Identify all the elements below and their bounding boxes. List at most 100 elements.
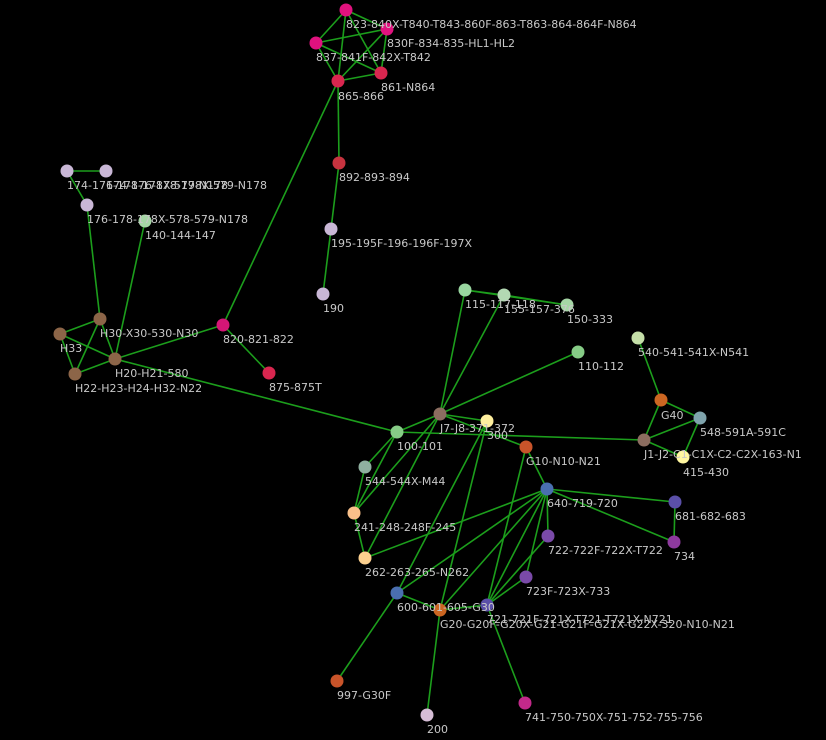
- node-n741[interactable]: [518, 696, 532, 710]
- edge-nJ7-n115: [439, 289, 466, 415]
- node-n544[interactable]: [358, 460, 372, 474]
- node-n823[interactable]: [339, 3, 353, 17]
- node-nH33[interactable]: [53, 327, 67, 341]
- edge-n540-nG40: [637, 337, 662, 401]
- node-n734[interactable]: [667, 535, 681, 549]
- node-label-n892: 892-893-894: [339, 171, 410, 184]
- node-label-n861: 861-N864: [381, 81, 435, 94]
- node-layer: [53, 3, 707, 722]
- edge-nG40-nJ1: [643, 399, 662, 441]
- node-n640[interactable]: [540, 482, 554, 496]
- node-label-n262: 262-263-265-N262: [365, 566, 469, 579]
- node-n115[interactable]: [458, 283, 472, 297]
- node-nG20[interactable]: [433, 603, 447, 617]
- edge-nH20-nH22: [74, 358, 116, 375]
- node-n195[interactable]: [324, 222, 338, 236]
- node-n241[interactable]: [347, 506, 361, 520]
- node-label-n681: 681-682-683: [675, 510, 746, 523]
- node-nG10[interactable]: [519, 440, 533, 454]
- node-n415[interactable]: [676, 450, 690, 464]
- node-nG40[interactable]: [654, 393, 668, 407]
- node-n892[interactable]: [332, 156, 346, 170]
- edge-n174-n176: [66, 170, 88, 206]
- label-layer: 823-840X-T840-T843-860F-863-T863-864-864…: [60, 18, 802, 736]
- node-n262[interactable]: [358, 551, 372, 565]
- node-label-nG40: G40: [661, 409, 684, 422]
- node-nJ7[interactable]: [433, 407, 447, 421]
- edge-nG20-n200: [426, 609, 441, 716]
- node-n865[interactable]: [331, 74, 345, 88]
- edge-nJ7-n100: [396, 413, 441, 433]
- edge-nH30-nH20: [99, 318, 116, 360]
- node-n997[interactable]: [330, 674, 344, 688]
- node-nJ1[interactable]: [637, 433, 651, 447]
- edge-nG20-n721: [439, 604, 488, 611]
- node-n830[interactable]: [380, 22, 394, 36]
- node-n174[interactable]: [60, 164, 74, 178]
- node-n540[interactable]: [631, 331, 645, 345]
- edge-n640-n681: [546, 488, 676, 503]
- node-label-n997: 997-G30F: [337, 689, 391, 702]
- node-label-n875: 875-875T: [269, 381, 322, 394]
- node-n110[interactable]: [571, 345, 585, 359]
- edge-n722-n721: [486, 535, 549, 606]
- node-nH30[interactable]: [93, 312, 107, 326]
- node-n150[interactable]: [560, 298, 574, 312]
- node-n875[interactable]: [262, 366, 276, 380]
- edge-n823-n837: [315, 9, 347, 44]
- node-n548[interactable]: [693, 411, 707, 425]
- edge-n723-n721: [486, 576, 527, 606]
- node-n174b[interactable]: [99, 164, 113, 178]
- node-label-n200: 200: [427, 723, 448, 736]
- node-n100[interactable]: [390, 425, 404, 439]
- node-n155[interactable]: [497, 288, 511, 302]
- node-n721[interactable]: [480, 598, 494, 612]
- node-n190[interactable]: [316, 287, 330, 301]
- edge-n100-n544: [364, 431, 398, 468]
- edge-n837-n861: [315, 42, 382, 74]
- edge-n830-n861: [380, 28, 388, 74]
- edge-n241-n262: [353, 512, 366, 559]
- node-label-n155: 155-157-376: [504, 303, 575, 316]
- edge-n640-n722: [546, 488, 549, 537]
- node-label-n741: 741-750-750X-751-752-755-756: [525, 711, 703, 724]
- edge-n830-n865: [337, 28, 388, 82]
- edge-n823-n861: [345, 9, 382, 74]
- node-label-n100: 100-101: [397, 440, 443, 453]
- node-n140[interactable]: [138, 214, 152, 228]
- node-n820[interactable]: [216, 318, 230, 332]
- node-n300[interactable]: [480, 414, 494, 428]
- node-n600[interactable]: [390, 586, 404, 600]
- edge-nJ7-n262: [364, 413, 441, 559]
- edge-n600-nG20: [396, 592, 441, 611]
- node-n861[interactable]: [374, 66, 388, 80]
- node-nH22[interactable]: [68, 367, 82, 381]
- node-label-n115: 115-117-118: [465, 298, 536, 311]
- node-n176[interactable]: [80, 198, 94, 212]
- edge-nJ7-n300: [439, 413, 488, 422]
- node-label-n721: 721-721F-721X-T721-T721X-N721: [487, 613, 673, 626]
- edge-nJ7-n241: [353, 413, 441, 514]
- edge-n861-n865: [337, 72, 382, 82]
- node-label-n734: 734: [674, 550, 695, 563]
- node-n200[interactable]: [420, 708, 434, 722]
- node-label-n140: 140-144-147: [145, 229, 216, 242]
- node-label-n865: 865-866: [338, 90, 384, 103]
- node-n837[interactable]: [309, 36, 323, 50]
- node-label-n548: 548-591A-591C: [700, 426, 786, 439]
- node-label-n241: 241-248-248F-245: [354, 521, 456, 534]
- edge-n865-n892: [337, 80, 340, 164]
- node-label-n174: 174-176-178-178X-579-N178: [67, 179, 228, 192]
- edge-nJ1-n548: [643, 417, 701, 441]
- node-n723[interactable]: [519, 570, 533, 584]
- edge-n640-nG20: [439, 488, 548, 611]
- node-label-n544: 544-544X-M44: [365, 475, 445, 488]
- node-n681[interactable]: [668, 495, 682, 509]
- node-label-n176: 176-178-178X-578-579-N178: [87, 213, 248, 226]
- node-n722[interactable]: [541, 529, 555, 543]
- edge-n100-nJ1: [396, 431, 645, 441]
- edge-n640-n723: [525, 488, 548, 578]
- edge-n155-n150: [503, 294, 568, 306]
- node-nH20[interactable]: [108, 352, 122, 366]
